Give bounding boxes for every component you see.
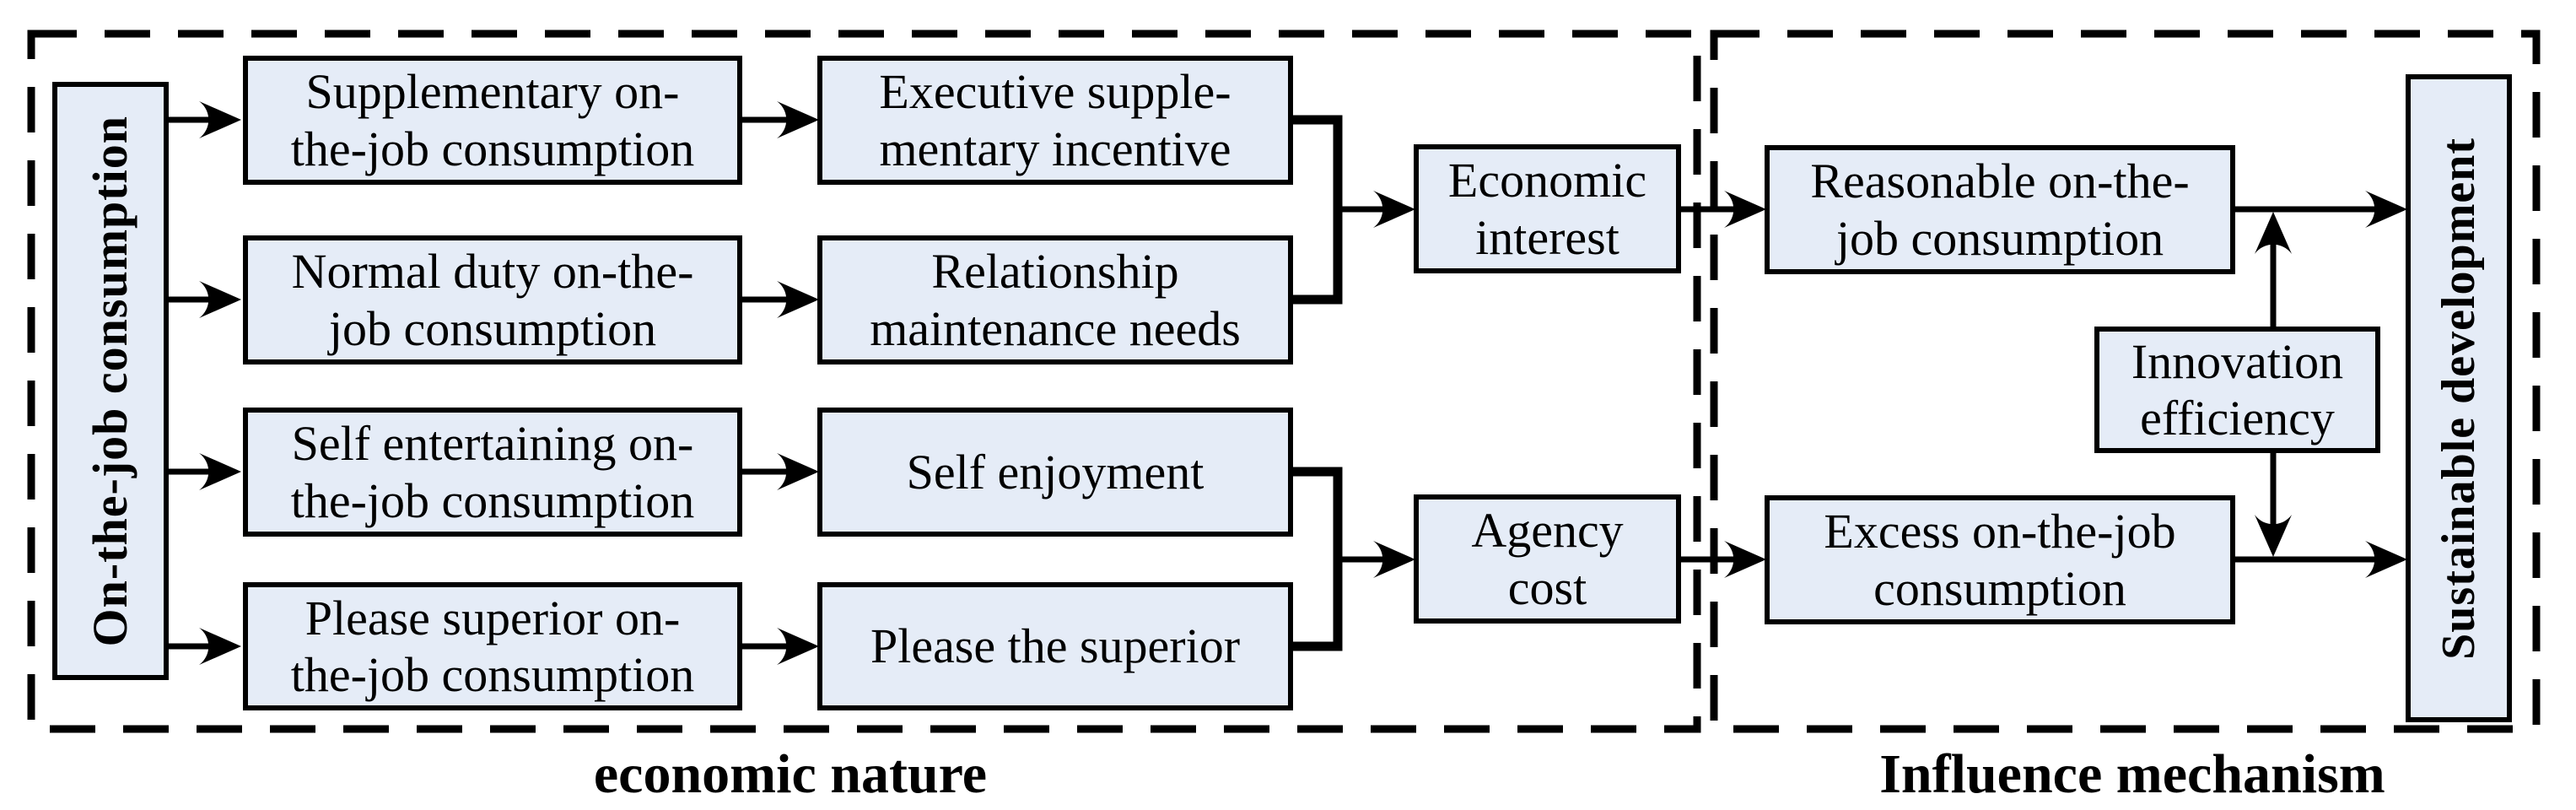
economic-nature-caption: economic nature — [593, 743, 988, 805]
influence-mechanism-caption: Influence mechanism — [1879, 743, 2385, 805]
node-reasonable: Reasonable on-the- job consumption — [1765, 145, 2235, 274]
node-please-superior: Please superior on- the-job consumption — [243, 582, 742, 710]
node-executive-incentive: Executive supple- mentary incentive — [817, 56, 1293, 185]
node-sustainable-development-label: Sustainable development — [2432, 137, 2485, 660]
node-self-enjoyment: Self enjoyment — [817, 408, 1293, 537]
economic-nature-frame — [27, 30, 1701, 733]
node-please-the-superior: Please the superior — [817, 582, 1293, 710]
node-sustainable-development: Sustainable development — [2406, 74, 2512, 722]
node-excess: Excess on-the-job consumption — [1765, 495, 2235, 624]
node-economic-interest: Economic interest — [1414, 144, 1681, 273]
node-innovation-efficiency: Innovation efficiency — [2094, 327, 2380, 453]
node-on-the-job-consumption-label: On-the-job consumption — [83, 115, 138, 647]
node-agency-cost: Agency cost — [1414, 494, 1681, 624]
node-on-the-job-consumption: On-the-job consumption — [52, 82, 169, 680]
node-normal-duty: Normal duty on-the- job consumption — [243, 235, 742, 364]
node-relationship-needs: Relationship maintenance needs — [817, 235, 1293, 364]
bracket-bottom-merge — [1293, 467, 1343, 651]
node-self-entertaining: Self entertaining on- the-job consumptio… — [243, 408, 742, 537]
node-supplementary: Supplementary on- the-job consumption — [243, 56, 742, 185]
influence-mechanism-frame — [1710, 30, 2541, 733]
bracket-top-merge — [1293, 115, 1343, 305]
